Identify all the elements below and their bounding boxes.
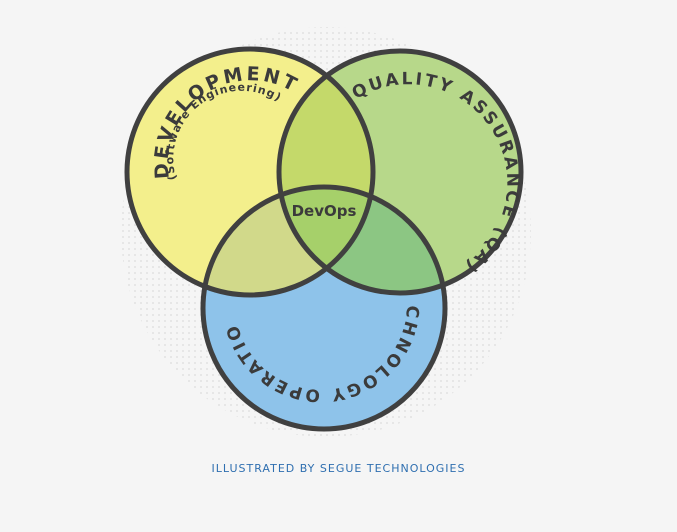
qa-ops-overlap xyxy=(279,187,445,293)
dev-ops-overlap xyxy=(203,187,373,295)
qa-outline xyxy=(276,48,524,296)
devops-label: DevOps xyxy=(292,202,357,220)
illustration-credit: ILLUSTRATED BY SEGUE TECHNOLOGIES xyxy=(211,462,466,475)
development-outline xyxy=(124,46,376,298)
operations-outline xyxy=(200,184,448,432)
